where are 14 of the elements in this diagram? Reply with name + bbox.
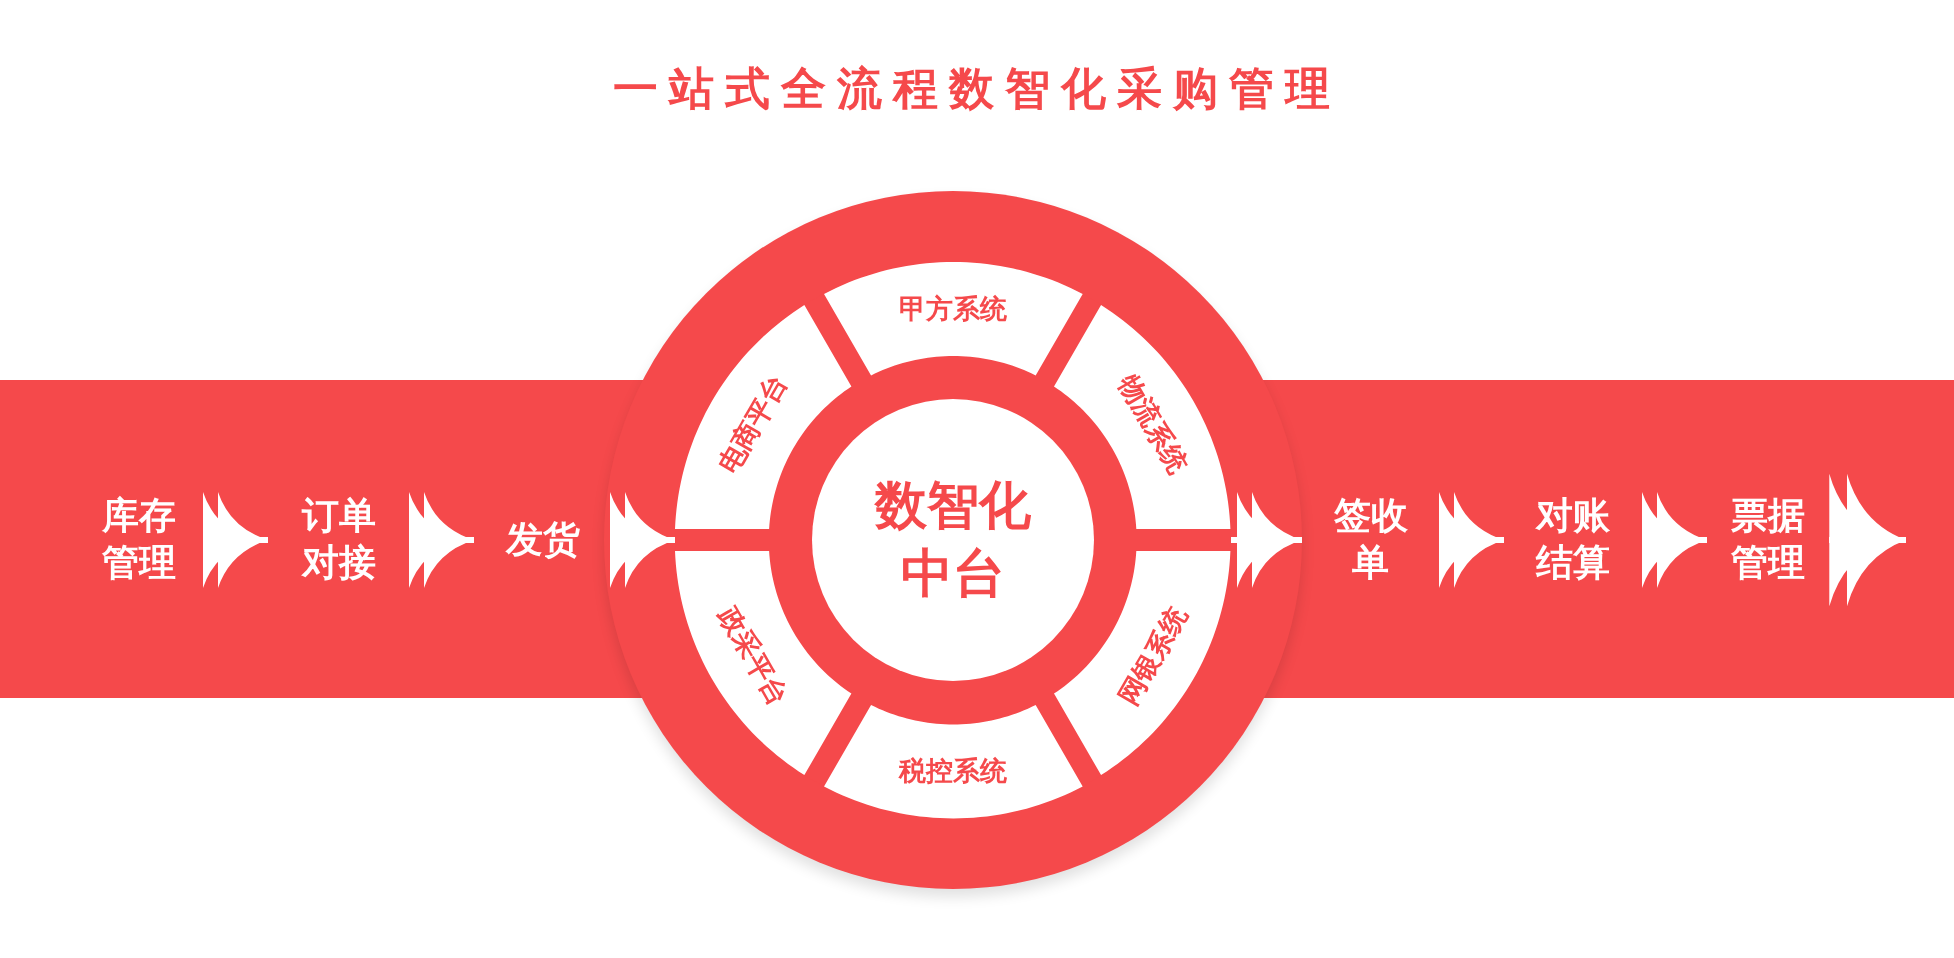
segment-label: 电商平台 — [713, 370, 793, 479]
title: 一站式全流程数智化采购管理 — [612, 62, 1342, 116]
segment-label: 甲方系统 — [899, 294, 1007, 324]
segment-label: 网银系统 — [1113, 601, 1193, 710]
hub-label: 数智化中台 — [873, 474, 1032, 605]
step-label: 订单对接 — [268, 493, 409, 587]
step-label: 票据管理 — [1707, 493, 1829, 587]
step-label: 对账结算 — [1504, 493, 1642, 587]
step-label: 发货 — [474, 493, 611, 587]
segment-label: 物流系统 — [1113, 370, 1193, 479]
step-label: 库存管理 — [75, 493, 203, 587]
step-label: 签收单 — [1302, 493, 1439, 587]
segment-label: 税控系统 — [899, 756, 1007, 786]
segment-label: 政采平台 — [713, 601, 793, 710]
